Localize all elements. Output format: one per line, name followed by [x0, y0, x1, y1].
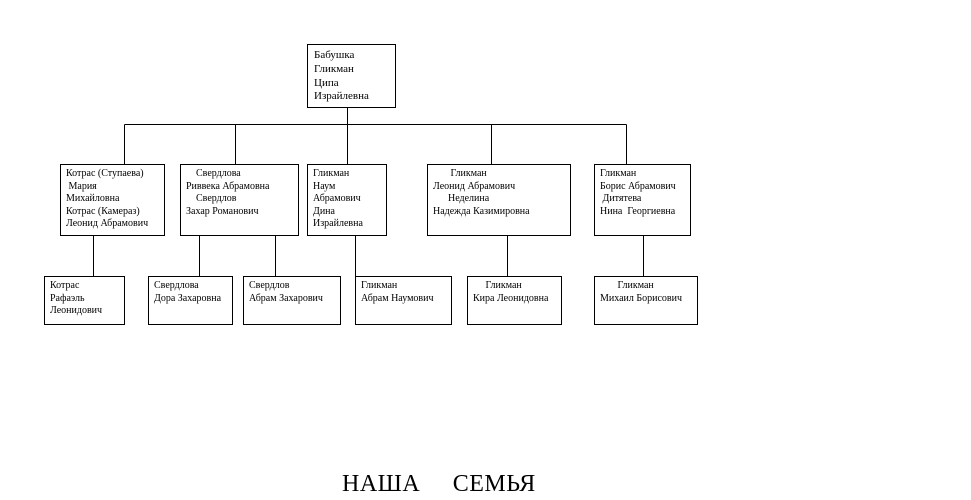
person-name-line: Рафаэль: [50, 292, 85, 304]
person-name-line: Леонид Абрамович: [433, 180, 516, 192]
person-name-line: Гликман: [313, 168, 350, 179]
person-name-line: Леонидович: [50, 305, 103, 317]
person-name-line: Котрас (Камераз): [66, 205, 140, 217]
person-name-line: Свердлов: [249, 280, 290, 291]
person-name-line: Гликман: [473, 280, 522, 291]
person-name-line: Гликман: [314, 62, 354, 75]
person-name-line: Израйлевна: [313, 218, 363, 230]
person-name-line: Дитятева: [600, 193, 642, 205]
person-name-line: Леонид Абрамович: [66, 218, 149, 230]
person-name-line: Гликман: [600, 280, 654, 291]
person-name-line: Гликман: [361, 280, 398, 291]
person-name-line: Абрам Наумович: [361, 292, 434, 304]
person-name-line: Риввека Абрамовна: [186, 180, 270, 192]
person-name-line: Борис Абрамович: [600, 180, 676, 192]
person-name-line: Надежда Казимировна: [433, 205, 530, 217]
person-name-line: Израйлевна: [314, 90, 369, 103]
person-name-line: Гликман: [433, 168, 487, 179]
diagram-caption: НАША СЕМЬЯ: [342, 471, 536, 497]
person-name-line: Нина Георгиевна: [600, 205, 676, 217]
person-name-line: Котрас: [50, 280, 80, 291]
person-name-line: Свердлова: [154, 280, 199, 291]
person-name-line: Мария: [66, 180, 97, 192]
person-name-line: Гликман: [600, 168, 637, 179]
person-name-line: Дора Захаровна: [154, 292, 222, 304]
person-name-line: Котрас (Ступаева): [66, 168, 144, 179]
person-name-line: Абрамович: [313, 193, 361, 205]
person-name-line: Михаил Борисович: [600, 292, 683, 304]
person-name-line: Кира Леонидовна: [473, 292, 549, 304]
person-name-line: Дина: [313, 205, 335, 217]
person-name-line: Захар Романович: [186, 205, 259, 217]
person-name-line: Свердлов: [186, 193, 237, 205]
person-name-line: Абрам Захарович: [249, 292, 323, 304]
person-name-line: Свердлова: [186, 168, 241, 179]
person-name-line: Ципа: [314, 76, 339, 89]
person-name-line: Наум: [313, 180, 336, 192]
person-name-line: Михайловна: [66, 193, 120, 205]
person-name-line: Неделина: [433, 193, 490, 205]
person-name-line: Бабушка: [314, 49, 355, 61]
